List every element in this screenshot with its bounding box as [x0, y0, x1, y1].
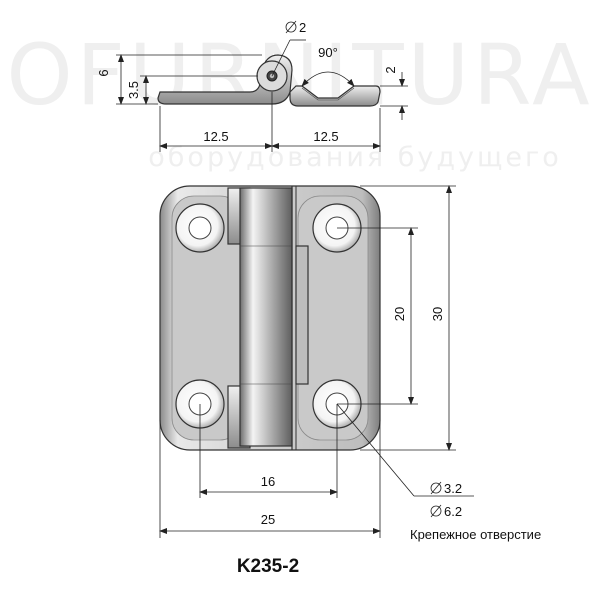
dim-thickness: 2	[383, 66, 398, 73]
dim-countersink-diameter: 6.2	[444, 504, 462, 519]
dim-opening-angle: 90°	[318, 45, 338, 60]
hinge-front-view	[159, 185, 381, 451]
dim-half-width-right: 12.5	[313, 129, 338, 144]
hinge-side-view	[157, 54, 381, 107]
mounting-hole-label: Крепежное отверстие	[410, 527, 541, 542]
dim-width-overall: 25	[261, 512, 275, 527]
watermark-tagline: оборудования будущего	[148, 142, 562, 173]
dim-pin-diameter: 2	[299, 20, 306, 35]
dim-height-leaf: 3.5	[126, 81, 141, 99]
dim-hole-spacing-vertical: 20	[392, 307, 407, 321]
mounting-hole-top-left	[175, 203, 225, 253]
dim-hole-diameter: 3.2	[444, 481, 462, 496]
watermark-brand: OFURNITURA	[6, 26, 593, 124]
model-name: K235-2	[237, 556, 299, 577]
dim-hole-spacing-horizontal: 16	[261, 474, 275, 489]
dim-height-total: 6	[96, 69, 111, 76]
dim-height-overall: 30	[430, 307, 445, 321]
dim-half-width-left: 12.5	[203, 129, 228, 144]
